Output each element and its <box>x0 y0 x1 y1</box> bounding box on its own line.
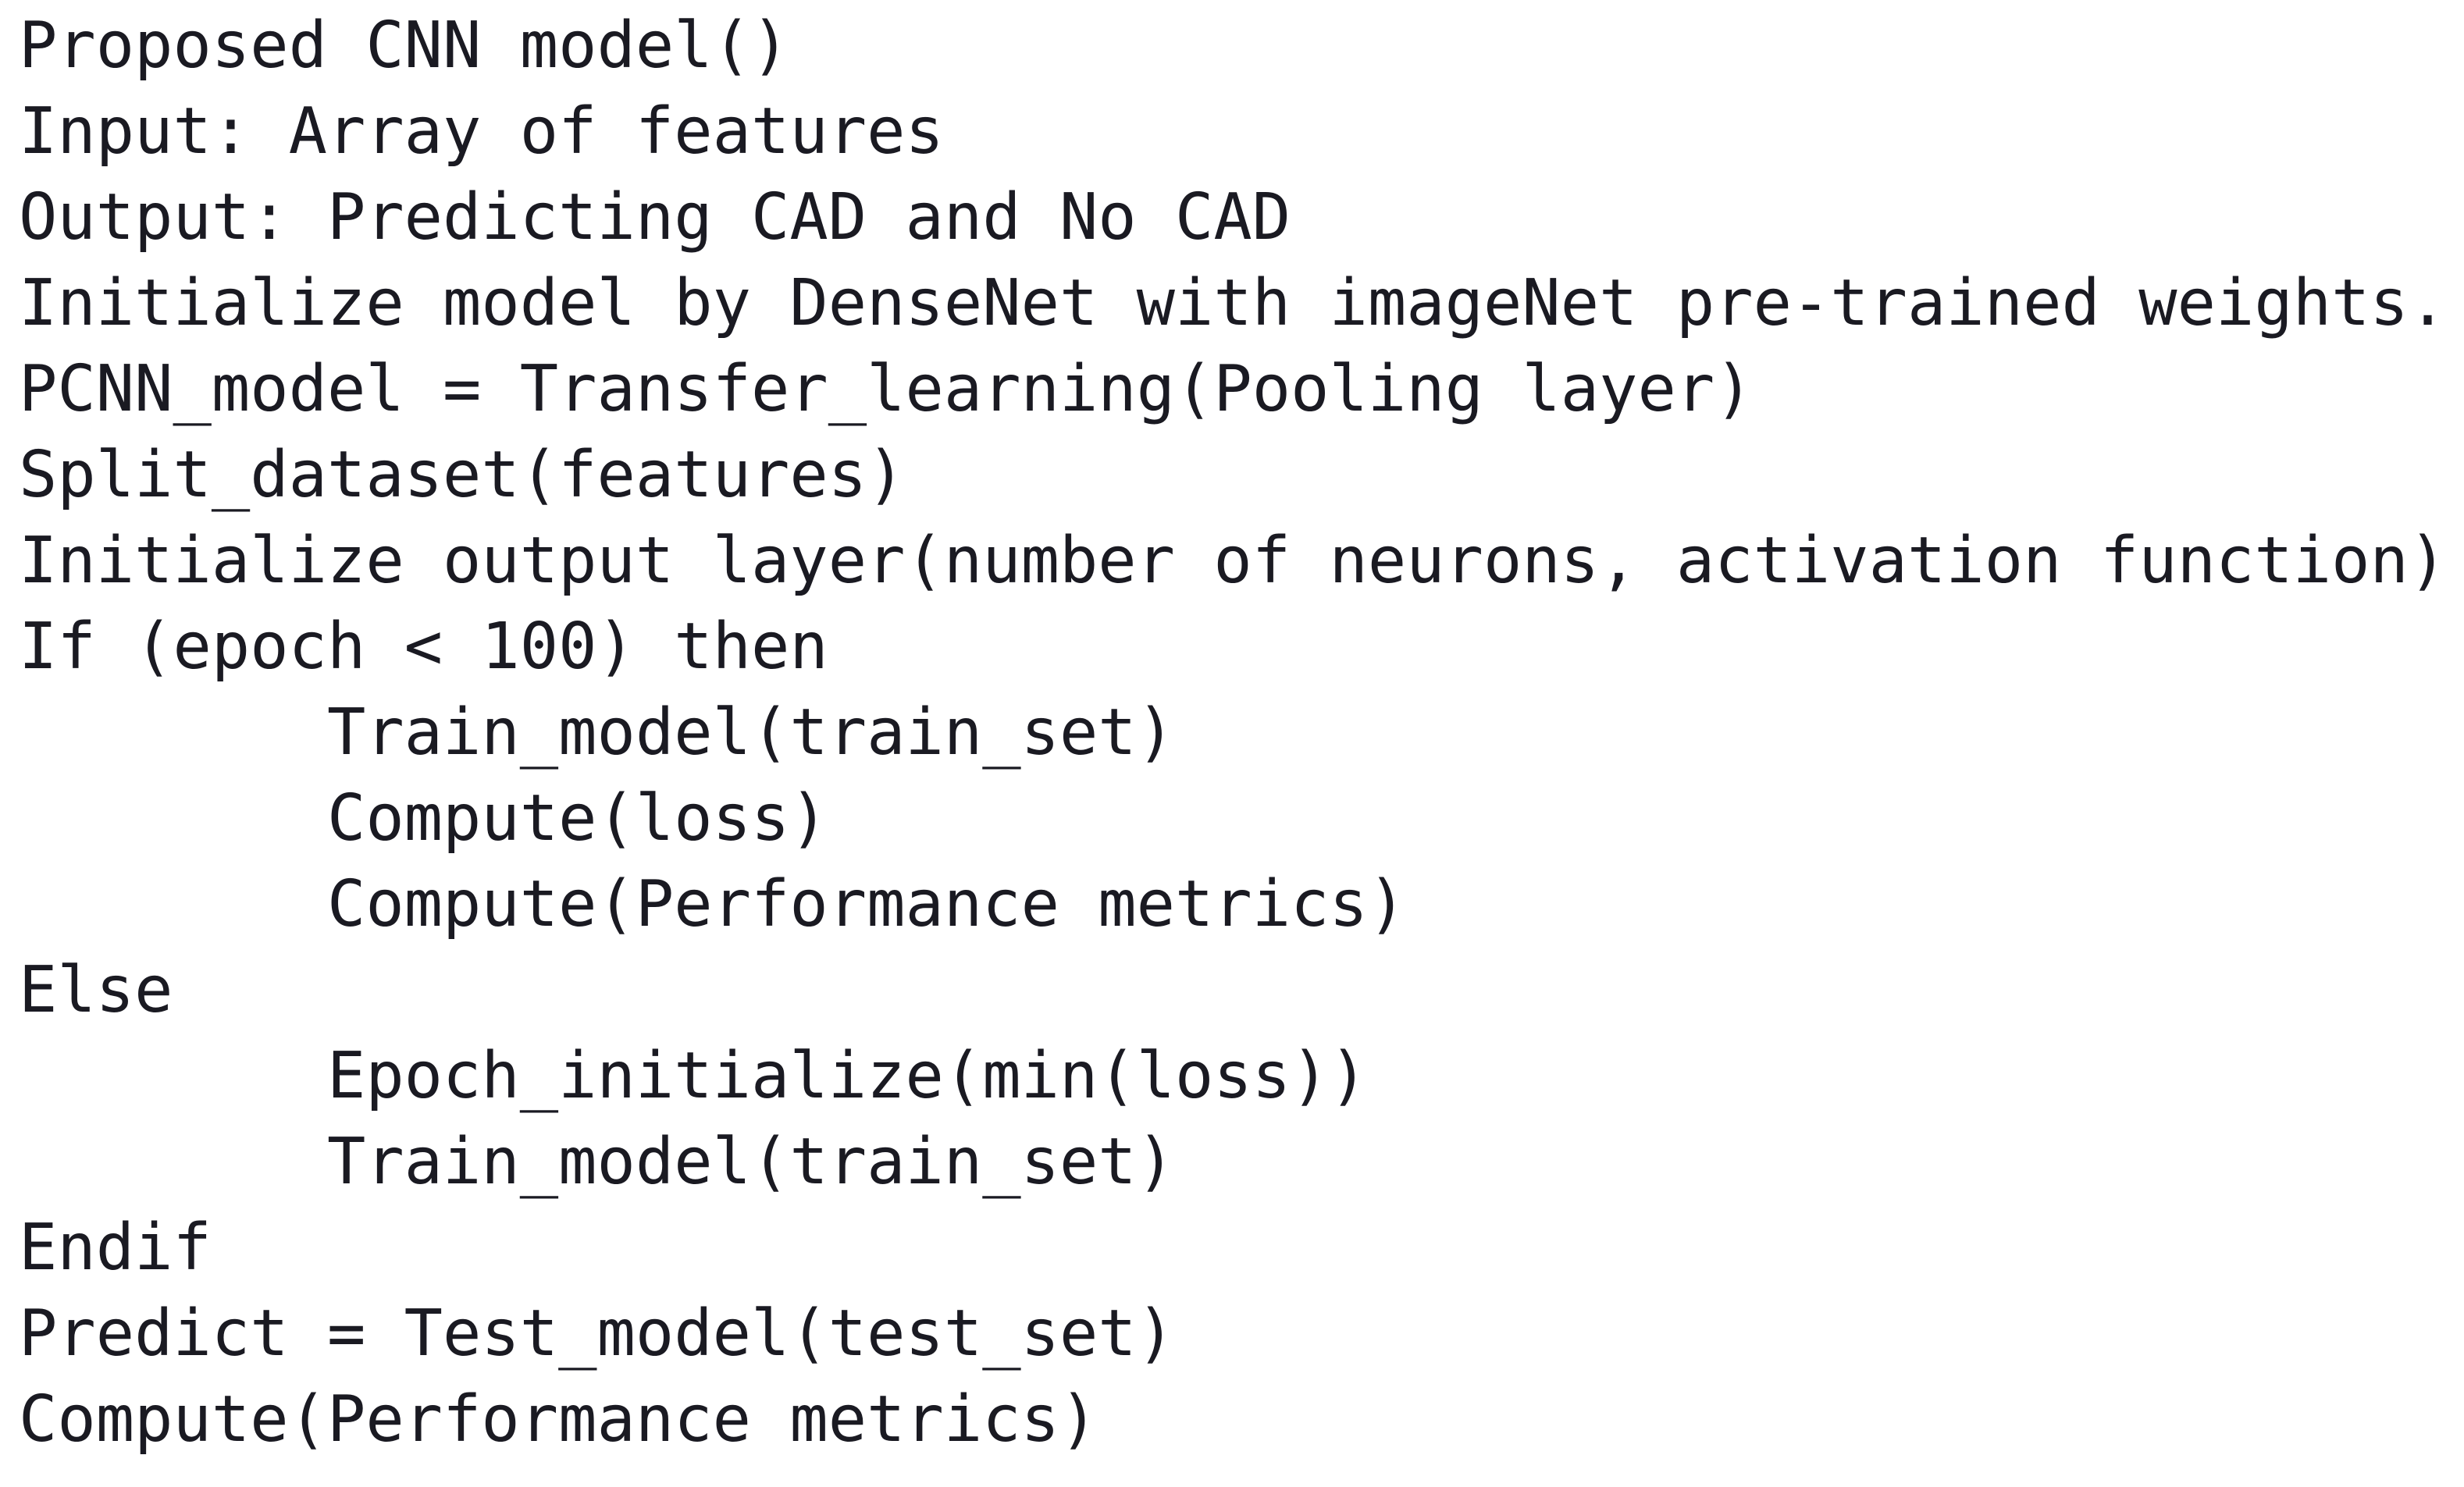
code-line: Proposed CNN model() <box>19 9 790 83</box>
code-line: If (epoch < 100) then <box>19 610 828 684</box>
code-line: Output: Predicting CAD and No CAD <box>19 180 1291 254</box>
code-line: Initialize output layer(number of neuron… <box>19 524 2448 598</box>
code-line: Compute(Performance metrics) <box>19 867 1407 941</box>
code-line: Compute(Performance metrics) <box>19 1382 1098 1457</box>
code-line: Epoch_initialize(min(loss)) <box>19 1039 1368 1113</box>
code-line: PCNN_model = Transfer_learning(Pooling l… <box>19 352 1754 426</box>
code-line: Endif <box>19 1211 212 1285</box>
code-line: Initialize model by DenseNet with imageN… <box>19 266 2448 340</box>
code-line: Input: Array of features <box>19 94 944 169</box>
code-line: Train_model(train_set) <box>19 695 1176 770</box>
code-line: Else <box>19 953 173 1027</box>
code-line: Compute(loss) <box>19 781 828 856</box>
code-listing: Proposed CNN model() Input: Array of fea… <box>19 3 2447 1463</box>
code-line: Split_dataset(features) <box>19 438 906 512</box>
code-line: Train_model(train_set) <box>19 1125 1176 1199</box>
code-line: Predict = Test_model(test_set) <box>19 1297 1176 1371</box>
